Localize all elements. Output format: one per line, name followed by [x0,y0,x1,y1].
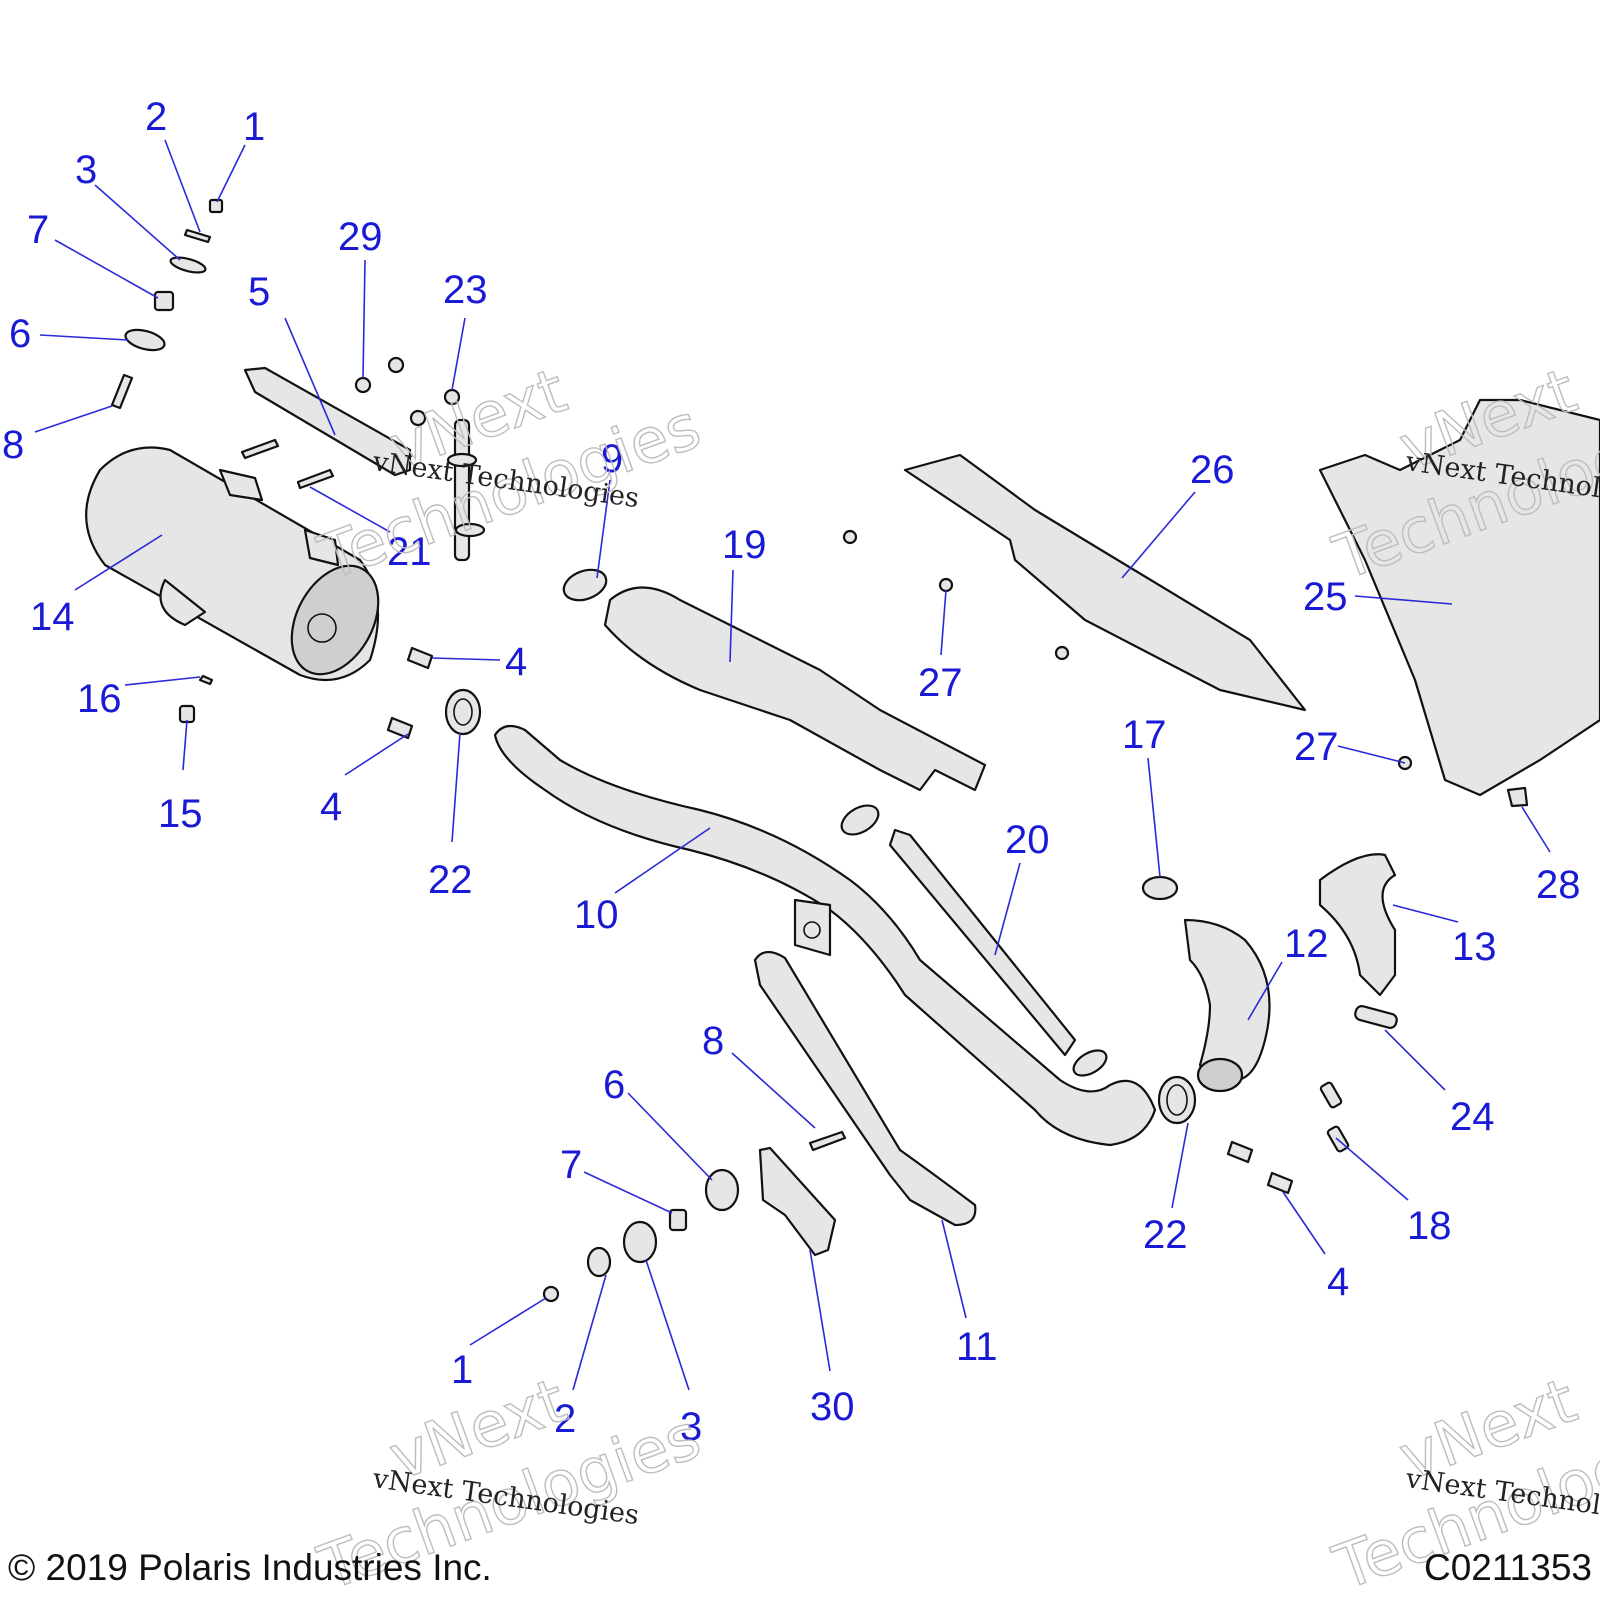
hardware-right [842,529,1529,1195]
callout-2-upper[interactable]: 2 [145,95,167,139]
part-20-shield-strip [888,828,1077,1057]
callout-13[interactable]: 13 [1452,925,1497,969]
callout-27-b[interactable]: 27 [1294,725,1339,769]
clamp-upper [840,804,880,836]
callout-17[interactable]: 17 [1122,713,1167,757]
part-9-clamp [562,568,608,602]
callout-29[interactable]: 29 [338,215,383,259]
part-13-flange-pipe [1318,853,1397,997]
callout-6-upper[interactable]: 6 [9,312,31,356]
callout-27-a[interactable]: 27 [918,661,963,705]
callout-19[interactable]: 19 [722,523,767,567]
part-10-main-pipe [493,724,1157,1147]
callout-5[interactable]: 5 [248,270,270,314]
callout-22-b[interactable]: 22 [1143,1213,1188,1257]
callout-23[interactable]: 23 [443,268,488,312]
callout-9[interactable]: 9 [601,437,623,481]
callout-20[interactable]: 20 [1005,818,1050,862]
leader-lines [34,139,1551,1391]
callout-3-lower[interactable]: 3 [680,1405,702,1449]
callout-12[interactable]: 12 [1284,922,1329,966]
callout-15[interactable]: 15 [158,792,203,836]
callout-4-b[interactable]: 4 [320,785,342,829]
callout-1-lower[interactable]: 1 [451,1348,473,1392]
diagram-code: C0211353 [1424,1547,1592,1588]
callout-18[interactable]: 18 [1407,1204,1452,1248]
callout-21[interactable]: 21 [387,530,432,574]
callout-7-upper[interactable]: 7 [27,208,49,252]
part-12-elbow-pipe [1183,918,1271,1083]
callouts: 1 2 3 7 6 8 5 29 23 9 21 14 16 15 4 4 22… [2,95,1581,1449]
callout-4-c[interactable]: 4 [1327,1260,1349,1304]
part-19-upper-pipe [603,586,987,792]
clamp-lower [1072,1049,1108,1077]
callout-16[interactable]: 16 [77,677,122,721]
part-26-heat-shield [903,453,1307,712]
part-30-bracket [758,1146,837,1257]
callout-22-a[interactable]: 22 [428,858,473,902]
callout-4-a[interactable]: 4 [505,640,527,684]
callout-3-upper[interactable]: 3 [75,148,97,192]
part-14-muffler [85,446,380,682]
callout-6-lower[interactable]: 6 [603,1063,625,1107]
callout-30[interactable]: 30 [810,1385,855,1429]
callout-8-upper[interactable]: 8 [2,423,24,467]
callout-1-upper[interactable]: 1 [243,105,265,149]
callout-28[interactable]: 28 [1536,863,1581,907]
callout-14[interactable]: 14 [30,595,75,639]
part-25-large-shield [1318,398,1600,797]
callout-24[interactable]: 24 [1450,1095,1495,1139]
hardware-lower-left [542,1130,847,1303]
part-5-shield-bracket [243,366,412,477]
callout-25[interactable]: 25 [1303,575,1348,619]
callout-10[interactable]: 10 [574,893,619,937]
callout-8-lower[interactable]: 8 [702,1019,724,1063]
callout-2-lower[interactable]: 2 [554,1397,576,1441]
callout-26[interactable]: 26 [1190,448,1235,492]
part-11-lower-pipe [753,950,977,1227]
callout-7-lower[interactable]: 7 [560,1143,582,1187]
copyright-text: © 2019 Polaris Industries Inc. [8,1547,492,1588]
callout-11[interactable]: 11 [956,1325,998,1369]
part-10-bracket [793,898,832,957]
